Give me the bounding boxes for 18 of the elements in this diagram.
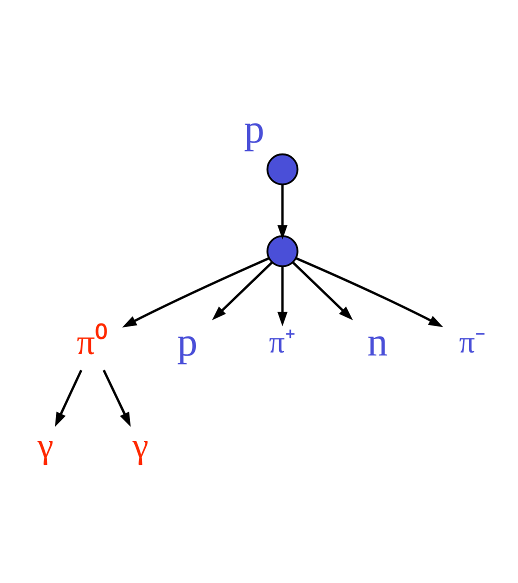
node-circle bbox=[266, 235, 298, 268]
node-text: γ bbox=[37, 426, 54, 466]
node-text: π⁰ bbox=[76, 322, 108, 362]
arrow bbox=[212, 262, 273, 320]
node-text: π⁻ bbox=[459, 324, 486, 360]
arrow bbox=[122, 257, 270, 328]
node-label: p bbox=[244, 106, 264, 152]
arrow bbox=[277, 266, 288, 326]
arrow bbox=[102, 370, 131, 427]
arrow bbox=[296, 257, 444, 328]
arrow bbox=[277, 184, 288, 240]
node-circle bbox=[266, 153, 298, 186]
arrow bbox=[292, 262, 353, 320]
node-text: p bbox=[177, 320, 198, 365]
node-text: γ bbox=[132, 426, 148, 466]
node-text: π⁺ bbox=[269, 324, 296, 360]
node-text: n bbox=[367, 320, 388, 365]
arrow bbox=[54, 370, 82, 427]
